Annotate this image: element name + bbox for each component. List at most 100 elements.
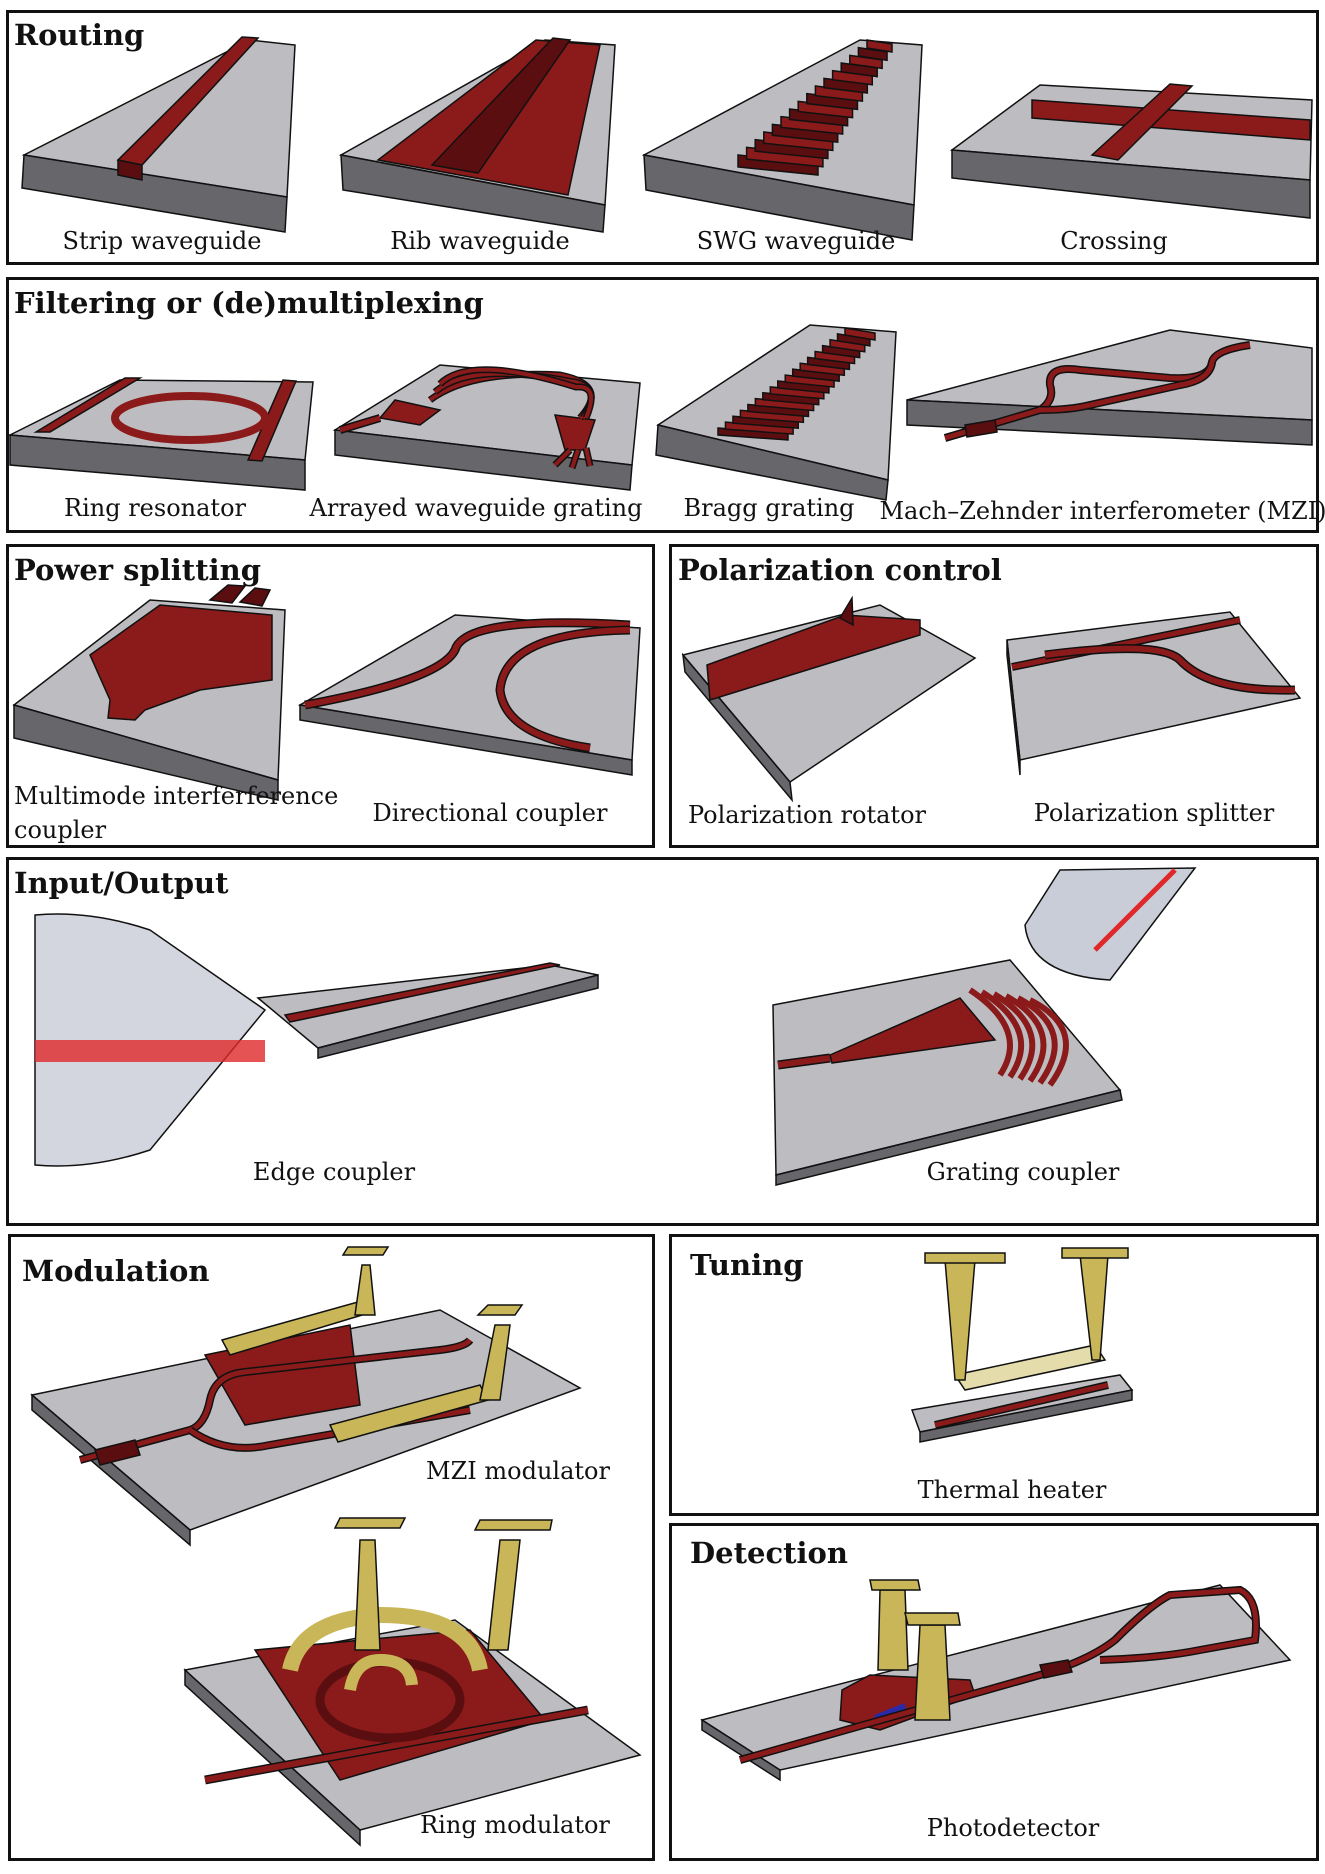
grating-tooth <box>968 987 1013 1077</box>
ring-bus-right <box>246 379 298 462</box>
grating-coupler-light-beam <box>1093 868 1177 952</box>
label-crossing: Crossing <box>1060 227 1168 255</box>
ring-probe-pad-2 <box>473 1519 553 1531</box>
bragg-tooth <box>844 327 876 341</box>
mzi-electrode-pillar-2 <box>479 1324 511 1401</box>
edge-coupler-light-beam <box>35 1040 265 1062</box>
photodetector-input-mmi <box>1039 1659 1073 1679</box>
swg-segment <box>857 46 888 62</box>
splitter-drop-waveguide <box>1044 645 1296 694</box>
label-photodetector: Photodetector <box>926 1814 1100 1842</box>
label-thermal-heater: Thermal heater <box>917 1476 1107 1504</box>
grating-tooth <box>1028 997 1069 1087</box>
panel-tuning <box>669 1234 1319 1516</box>
label-awg: Arrayed waveguide grating <box>309 494 643 522</box>
title-detection: Detection <box>690 1536 848 1570</box>
label-mzi: Mach–Zehnder interferometer (MZI) <box>879 497 1325 525</box>
mmi-output-1 <box>208 584 247 604</box>
edge-coupler-chip-side <box>317 974 599 1059</box>
ring-bus-left <box>33 377 143 433</box>
heater-pad-1 <box>924 1252 1006 1264</box>
mzi-modulator-lower-arm <box>188 1407 471 1451</box>
title-polarization: Polarization control <box>678 553 1002 587</box>
mmi-output-2 <box>238 587 272 607</box>
grating-taper <box>829 997 997 1064</box>
mzi-probe-pad-1 <box>341 1246 390 1256</box>
germanium-absorber <box>873 1703 907 1721</box>
edge-coupler-waveguide <box>283 962 561 1023</box>
crossing-waveguide-vertical <box>1090 83 1194 161</box>
ring-modulator-slab-side <box>184 1668 361 1847</box>
grating-tooth <box>980 989 1025 1079</box>
dc-waveguide-upper <box>304 619 631 708</box>
grating-input-waveguide <box>777 1055 831 1068</box>
label-strip-waveguide: Strip waveguide <box>62 227 262 255</box>
mzi-modulator-upper-arm <box>79 1338 473 1463</box>
mzi-electrode-pillar-1 <box>354 1264 376 1316</box>
mzi-modulator-input <box>94 1439 141 1466</box>
crossing-slab-side <box>951 149 1311 219</box>
photodetector-waveguide <box>739 1587 1259 1763</box>
title-tuning: Tuning <box>690 1248 804 1282</box>
heater-slab-side <box>919 1389 1133 1443</box>
label-rib-waveguide: Rib waveguide <box>390 227 570 255</box>
grating-tooth <box>1016 995 1058 1085</box>
ring-electrode-pillar-1 <box>354 1539 381 1651</box>
label-ring-modulator: Ring modulator <box>420 1811 610 1839</box>
splitter-slab-side <box>1006 639 1021 776</box>
rib-slab-side <box>340 154 606 233</box>
label-mmi-line2: coupler <box>14 816 107 844</box>
panel-polarization <box>669 544 1319 848</box>
label-polarization-rotator: Polarization rotator <box>687 801 927 829</box>
swg-slab-side <box>643 154 915 241</box>
mmi-slab-side <box>13 704 279 801</box>
polarization-rotator-waveguide <box>706 614 921 701</box>
label-edge-coupler: Edge coupler <box>252 1158 416 1186</box>
grating-chip-side <box>775 1089 1123 1186</box>
heater-element <box>953 1344 1107 1391</box>
label-mmi-line1: Multimode interferference <box>14 782 339 810</box>
splitter-bus-waveguide <box>1011 617 1241 670</box>
ring-slab-side <box>9 434 306 491</box>
title-power-splitting: Power splitting <box>14 553 261 587</box>
title-routing: Routing <box>14 18 145 52</box>
rib-ridge <box>430 37 572 174</box>
mmi-region <box>89 604 273 721</box>
rotator-taper <box>838 595 854 627</box>
awg-input <box>339 415 381 433</box>
label-swg-waveguide: SWG waveguide <box>696 227 896 255</box>
awg-array-waveguide <box>438 367 594 419</box>
panel-detection <box>669 1523 1319 1861</box>
ring-resonator-ring <box>111 392 269 444</box>
mzi-probe-pad-2 <box>476 1304 524 1316</box>
awg-outputs <box>553 447 592 469</box>
panel-input-output <box>6 857 1319 1226</box>
ring-modulator-bus <box>204 1707 589 1783</box>
panel-filtering <box>6 277 1319 533</box>
ring-probe-pad-1 <box>333 1517 407 1529</box>
heater-waveguide <box>934 1382 1109 1428</box>
ring-electrode-pillar-2 <box>487 1539 521 1651</box>
panel-routing <box>6 10 1319 265</box>
strip-slab-side <box>21 154 288 233</box>
mzi-slab-side <box>906 399 1313 446</box>
strip-waveguide-end <box>117 159 143 181</box>
awg-star-coupler-left <box>378 399 442 426</box>
mzi-input-taper <box>964 419 998 438</box>
title-input-output: Input/Output <box>14 866 229 900</box>
mzi-lower-arm <box>1039 361 1215 413</box>
label-mzi-modulator: MZI modulator <box>426 1457 610 1485</box>
label-grating-coupler: Grating coupler <box>926 1158 1120 1186</box>
swg-segment <box>866 39 893 53</box>
label-directional-coupler: Directional coupler <box>372 799 608 827</box>
panel-power-splitting <box>6 544 655 848</box>
bragg-slab-side <box>655 424 889 501</box>
label-ring-resonator: Ring resonator <box>64 494 246 522</box>
pd-probe-pad-2 <box>904 1612 961 1626</box>
mzi-modulator-slab-side <box>31 1393 191 1547</box>
crossing-waveguide-horizontal <box>1031 99 1311 141</box>
awg-slab-side <box>334 429 633 491</box>
pd-probe-pad-1 <box>869 1579 921 1591</box>
